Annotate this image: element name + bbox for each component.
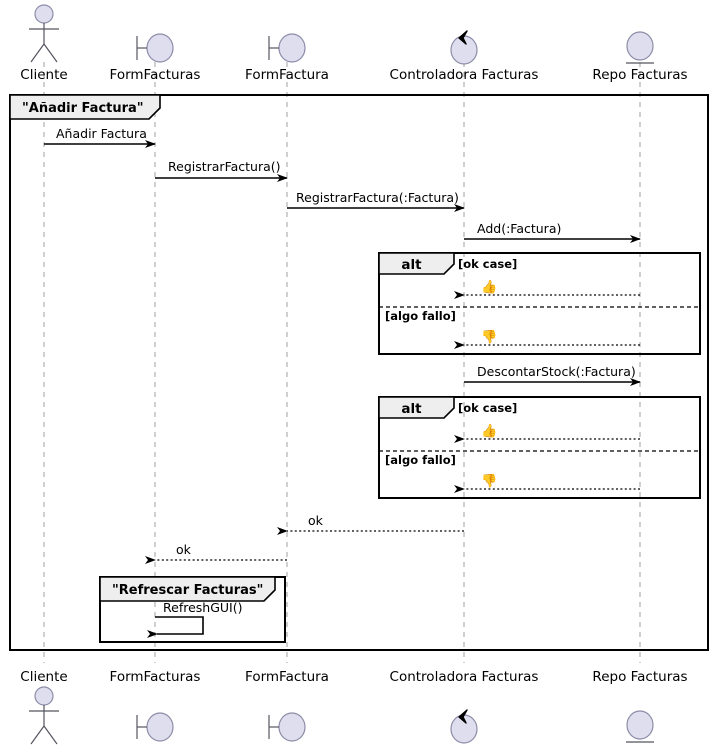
participant-bottom-label-repo: Repo Facturas — [592, 669, 687, 685]
participant-bottom-formfacturas[interactable]: FormFacturas — [110, 669, 201, 742]
frame-title-anadir-factura: "Añadir Factura" — [22, 101, 144, 116]
alt-guard-alt-stock-0: [ok case] — [458, 401, 517, 415]
alt-fragments-group: alt [ok case] [algo fallo] alt [ok case] [alg… — [378, 252, 701, 499]
boundary-circle-icon — [146, 33, 174, 63]
participant-formfactura[interactable]: FormFactura — [245, 33, 329, 83]
participant-bottom-label-controladora: Controladora Facturas — [390, 669, 539, 685]
alt-fragment-alt-stock: alt [ok case] [algo fallo] — [378, 396, 701, 499]
boundary-circle-icon — [146, 712, 174, 742]
message-label-m5: 👍 — [481, 279, 497, 295]
participant-bottom-label-formfacturas: FormFacturas — [110, 669, 201, 685]
participant-repo[interactable]: Repo Facturas — [592, 31, 688, 83]
self-message-sm1[interactable]: RefreshGUI() — [147, 600, 242, 638]
actor-leg-left-icon — [30, 43, 45, 63]
participant-bottom-cliente[interactable]: Cliente — [20, 669, 68, 745]
frame-tab-anadir-factura — [9, 94, 161, 120]
boundary-circle-icon — [278, 33, 306, 63]
message-m8[interactable]: 👍 — [454, 423, 640, 443]
participants-top-group: Cliente FormFacturas FormFactura Controlado… — [20, 4, 688, 83]
participant-label-formfacturas: FormFacturas — [110, 67, 201, 83]
alt-guard-alt-add-1: [algo fallo] — [385, 309, 456, 323]
participant-bottom-controladora[interactable]: Controladora Facturas — [390, 669, 539, 744]
frame-tab-refrescar-facturas — [99, 576, 276, 602]
alt-label-alt-stock: alt — [401, 401, 422, 417]
participant-label-repo: Repo Facturas — [592, 67, 687, 83]
message-label-m1: Añadir Factura — [56, 126, 147, 141]
participant-bottom-formfactura[interactable]: FormFactura — [245, 669, 329, 742]
lifelines-group — [43, 62, 641, 663]
alt-guard-alt-stock-1: [algo fallo] — [385, 453, 456, 467]
frame-border-anadir-factura — [9, 94, 709, 651]
message-m1[interactable]: Añadir Factura — [44, 126, 156, 148]
frames-group: "Añadir Factura" "Refrescar Facturas" — [9, 94, 709, 651]
entity-circle-icon — [626, 710, 654, 740]
message-label-m9: 👎 — [481, 473, 497, 489]
actor-head-icon — [34, 686, 54, 706]
participant-bottom-label-cliente: Cliente — [20, 669, 67, 685]
message-m9[interactable]: 👎 — [454, 473, 640, 493]
alt-tab-alt-add — [378, 252, 455, 275]
frame-title-refrescar-facturas: "Refrescar Facturas" — [112, 583, 263, 598]
frame-anadir-factura: "Añadir Factura" — [9, 94, 709, 651]
actor-head-icon — [34, 4, 54, 24]
alt-border-alt-stock — [378, 396, 701, 499]
alt-label-alt-add: alt — [401, 257, 422, 273]
participant-label-cliente: Cliente — [20, 67, 67, 83]
self-message-label-sm1: RefreshGUI() — [163, 600, 242, 615]
actor-leg-right-icon — [43, 43, 58, 63]
participant-label-controladora: Controladora Facturas — [390, 67, 539, 83]
frame-refrescar-facturas: "Refrescar Facturas" — [99, 576, 286, 643]
message-label-m2: RegistrarFactura() — [168, 159, 281, 174]
participant-cliente[interactable]: Cliente — [20, 4, 68, 83]
actor-leg-left-icon — [30, 725, 45, 745]
message-m5[interactable]: 👍 — [454, 279, 640, 299]
alt-guard-alt-add-0: [ok case] — [458, 257, 517, 271]
message-label-m4: Add(:Factura) — [477, 221, 561, 236]
message-m3[interactable]: RegistrarFactura(:Factura) — [287, 190, 465, 212]
alt-tab-alt-stock — [378, 396, 455, 419]
participant-controladora[interactable]: Controladora Facturas — [390, 30, 539, 83]
message-label-m10: ok — [308, 513, 324, 528]
message-label-m3: RegistrarFactura(:Factura) — [296, 190, 459, 205]
message-label-m7: DescontarStock(:Factura) — [477, 364, 636, 379]
message-m7[interactable]: DescontarStock(:Factura) — [464, 364, 641, 386]
message-m11[interactable]: ok — [145, 542, 287, 564]
participant-bottom-repo[interactable]: Repo Facturas — [592, 669, 688, 743]
participant-bottom-label-formfactura: FormFactura — [245, 669, 329, 685]
self-message-path-sm1 — [147, 616, 204, 638]
message-m4[interactable]: Add(:Factura) — [464, 221, 641, 243]
entity-circle-icon — [626, 31, 654, 61]
message-label-m6: 👎 — [481, 329, 497, 345]
message-label-m11: ok — [176, 542, 192, 557]
message-m2[interactable]: RegistrarFactura() — [155, 159, 288, 182]
message-label-m8: 👍 — [481, 423, 497, 439]
alt-border-alt-add — [378, 252, 701, 355]
boundary-circle-icon — [278, 712, 306, 742]
alt-fragment-alt-add: alt [ok case] [algo fallo] — [378, 252, 701, 355]
control-arrow-icon — [458, 709, 468, 724]
actor-leg-right-icon — [43, 725, 58, 745]
message-m10[interactable]: ok — [277, 513, 464, 535]
participant-formfacturas[interactable]: FormFacturas — [110, 33, 201, 83]
participants-bottom-group: Cliente FormFacturas FormFactura Controlado… — [20, 669, 688, 745]
participant-label-formfactura: FormFactura — [245, 67, 329, 83]
message-m6[interactable]: 👎 — [454, 329, 640, 349]
control-arrow-icon — [458, 30, 468, 45]
